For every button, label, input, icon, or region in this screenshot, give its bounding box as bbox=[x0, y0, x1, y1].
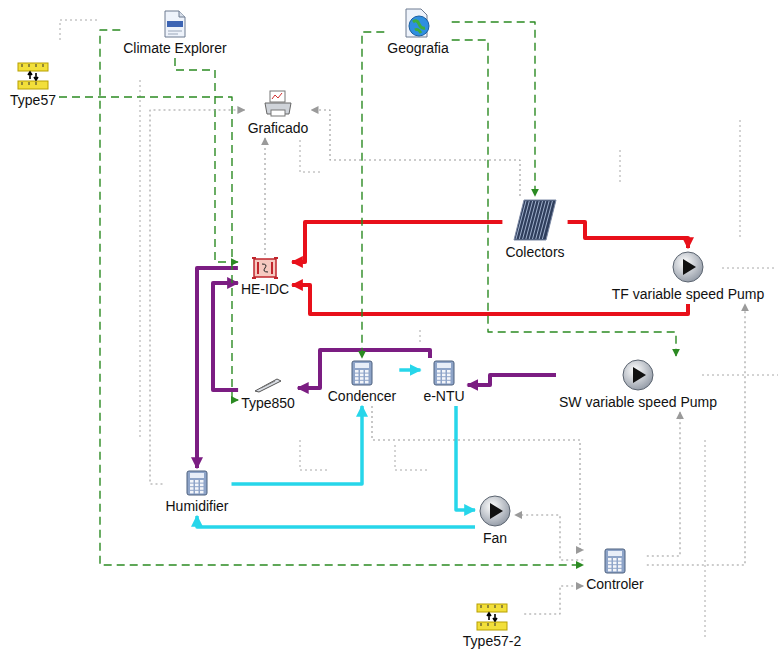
component-label: Type57-2 bbox=[463, 633, 521, 649]
flow-connector bbox=[452, 40, 676, 356]
flow-connector bbox=[452, 22, 535, 196]
component-icon bbox=[621, 358, 655, 392]
plotter: Graficado bbox=[245, 88, 312, 138]
info-connector bbox=[264, 138, 265, 255]
weather-reader: Climate Explorer bbox=[120, 8, 229, 58]
equation-type57: Type57-2 bbox=[460, 601, 524, 651]
component-label: e-NTU bbox=[423, 388, 464, 404]
component-icon bbox=[263, 90, 293, 118]
component-icon bbox=[671, 250, 705, 284]
icon-holder bbox=[351, 360, 373, 386]
flow-connector bbox=[468, 375, 556, 385]
flow-connector bbox=[362, 32, 384, 358]
calculator-component: e-NTU bbox=[420, 358, 467, 406]
icon-holder bbox=[433, 360, 455, 386]
icon-holder bbox=[476, 603, 508, 631]
component-icon bbox=[351, 360, 373, 386]
fan: Fan bbox=[475, 492, 515, 548]
flow-connector bbox=[100, 30, 583, 565]
info-connector bbox=[647, 412, 680, 556]
component-label: Geografia bbox=[387, 40, 448, 56]
info-connector bbox=[150, 110, 245, 484]
info-connector bbox=[515, 515, 583, 560]
component-icon bbox=[253, 377, 283, 393]
component-icon bbox=[17, 62, 49, 90]
heat-exchanger: HE-IDC bbox=[238, 255, 292, 299]
component-label: Graficado bbox=[248, 120, 309, 136]
geography-reader: Geografia bbox=[384, 6, 451, 58]
component-label: Colectors bbox=[505, 244, 564, 260]
flow-connector bbox=[59, 97, 238, 400]
calculator-component: Humidifier bbox=[162, 468, 231, 516]
info-connector bbox=[311, 110, 520, 196]
component-label: Climate Explorer bbox=[123, 40, 226, 56]
component-label: Condencer bbox=[328, 388, 397, 404]
component-icon bbox=[476, 603, 508, 631]
component-label: SW variable speed Pump bbox=[559, 394, 717, 410]
icon-holder bbox=[186, 470, 208, 496]
component-label: TF variable speed Pump bbox=[612, 286, 765, 302]
info-connector bbox=[647, 304, 745, 565]
icon-holder bbox=[163, 10, 187, 38]
calculator-component: Controler bbox=[583, 546, 647, 594]
flow-connector bbox=[298, 350, 430, 388]
pump: TF variable speed Pump bbox=[609, 248, 768, 304]
info-connector bbox=[524, 586, 583, 614]
icon-holder bbox=[263, 90, 293, 118]
icon-holder bbox=[17, 62, 49, 90]
component-label: Humidifier bbox=[165, 498, 228, 514]
component-icon bbox=[252, 257, 278, 279]
icon-holder bbox=[512, 198, 558, 242]
component-icon bbox=[433, 360, 455, 386]
icon-holder bbox=[478, 494, 512, 528]
component-icon bbox=[163, 10, 187, 38]
calculator-component: Condencer bbox=[325, 358, 400, 406]
icon-holder bbox=[604, 548, 626, 574]
component-icon bbox=[604, 548, 626, 574]
component-icon bbox=[403, 8, 433, 38]
equation-type57: Type57 bbox=[7, 60, 59, 110]
icon-holder bbox=[671, 250, 705, 284]
component-label: Fan bbox=[483, 530, 507, 546]
flow-connector bbox=[568, 222, 688, 248]
pump: SW variable speed Pump bbox=[556, 356, 720, 412]
info-connector bbox=[372, 406, 583, 550]
component-label: Controler bbox=[586, 576, 644, 592]
component-label: Type57 bbox=[10, 92, 56, 108]
icon-holder bbox=[621, 358, 655, 392]
component-icon bbox=[512, 198, 558, 242]
icon-holder bbox=[252, 257, 278, 279]
icon-holder bbox=[253, 377, 283, 393]
flow-connector bbox=[292, 222, 502, 262]
component-icon bbox=[478, 494, 512, 528]
component-label: HE-IDC bbox=[241, 281, 289, 297]
flow-connector bbox=[213, 283, 238, 390]
icon-holder bbox=[403, 8, 433, 38]
flow-connector bbox=[197, 516, 475, 527]
solar-collector: Colectors bbox=[502, 196, 567, 262]
flow-connector bbox=[232, 406, 363, 484]
component-label: Type850 bbox=[241, 395, 295, 411]
storage-component: Type850 bbox=[238, 375, 298, 413]
flow-connector bbox=[175, 58, 238, 262]
flow-connector bbox=[399, 368, 420, 372]
flow-connector bbox=[456, 406, 475, 510]
component-icon bbox=[186, 470, 208, 496]
